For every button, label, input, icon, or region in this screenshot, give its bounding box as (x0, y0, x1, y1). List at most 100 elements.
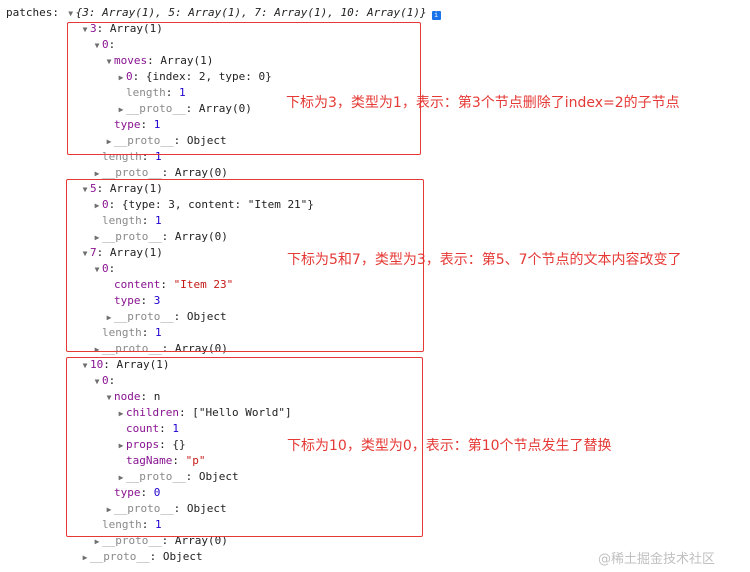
row-separator: : (147, 54, 161, 67)
tree-row: type: 1 (104, 117, 160, 133)
row-value: 1 (155, 518, 162, 531)
highlight-box-index-5-7 (66, 179, 424, 352)
tree-row[interactable]: ▼3: Array(1) (80, 21, 163, 37)
collapse-arrow-icon[interactable]: ▶ (118, 409, 124, 418)
row-value: Array(1) (116, 358, 170, 371)
row-key: __proto__ (102, 166, 162, 179)
row-key: __proto__ (114, 134, 174, 147)
row-key: __proto__ (114, 310, 174, 323)
row-separator: : (185, 470, 199, 483)
row-separator: : (161, 230, 175, 243)
tree-row[interactable]: ▼10: Array(1) (80, 357, 170, 373)
row-key: length (126, 86, 166, 99)
expand-arrow-icon[interactable]: ▼ (68, 9, 74, 18)
row-value: Object (162, 550, 203, 563)
info-icon[interactable]: i (431, 11, 441, 20)
row-key: __proto__ (126, 102, 186, 115)
collapse-arrow-icon[interactable]: ▶ (94, 345, 100, 354)
row-separator: : (96, 246, 110, 259)
row-separator: : (108, 262, 116, 275)
row-separator: : (161, 534, 175, 547)
tree-row[interactable]: ▼node: n (104, 389, 161, 405)
root-label: patches: (6, 6, 59, 19)
expand-arrow-icon[interactable]: ▼ (82, 185, 88, 194)
tree-row[interactable]: ▶__proto__: Object (116, 469, 239, 485)
row-value: ["Hello World"] (192, 406, 292, 419)
expand-arrow-icon[interactable]: ▼ (94, 41, 100, 50)
tree-row[interactable]: ▶0: {type: 3, content: "Item 21"} (92, 197, 314, 213)
collapse-arrow-icon[interactable]: ▶ (118, 105, 124, 114)
collapse-arrow-icon[interactable]: ▶ (106, 505, 112, 514)
highlight-box-index-3 (67, 22, 421, 155)
tree-row: type: 0 (104, 485, 160, 501)
row-separator: : (178, 406, 193, 419)
row-key: length (102, 518, 142, 531)
row-key: 3 (90, 22, 97, 35)
tree-row[interactable]: ▶props: {} (116, 437, 186, 453)
tree-row[interactable]: ▶children: ["Hello World"] (116, 405, 292, 421)
tree-row: tagName: "p" (116, 453, 205, 469)
collapse-arrow-icon[interactable]: ▶ (94, 537, 100, 546)
collapse-arrow-icon[interactable]: ▶ (118, 73, 124, 82)
row-key: content (114, 278, 161, 291)
expand-arrow-icon[interactable]: ▼ (106, 393, 112, 402)
row-value: Array(1) (109, 182, 163, 195)
row-separator: : (132, 70, 146, 83)
expand-arrow-icon[interactable]: ▼ (94, 265, 100, 274)
tree-row[interactable]: ▶__proto__: Object (104, 501, 227, 517)
tree-row[interactable]: ▼moves: Array(1) (104, 53, 214, 69)
collapse-arrow-icon[interactable]: ▶ (94, 201, 100, 210)
expand-arrow-icon[interactable]: ▼ (82, 249, 88, 258)
tree-row[interactable]: ▼0: (92, 373, 116, 389)
expand-arrow-icon[interactable]: ▼ (94, 377, 100, 386)
expand-arrow-icon[interactable]: ▼ (82, 361, 88, 370)
annotation-note-1: 下标为3，类型为1，表示：第3个节点删除了index=2的子节点 (286, 95, 680, 111)
tree-row[interactable]: ▼0: (92, 261, 116, 277)
expand-arrow-icon[interactable]: ▼ (106, 57, 112, 66)
tree-row[interactable]: ▶__proto__: Object (104, 133, 227, 149)
row-value: Object (186, 310, 227, 323)
tree-row[interactable]: ▶__proto__: Object (104, 309, 227, 325)
collapse-arrow-icon[interactable]: ▶ (118, 473, 124, 482)
row-key: length (102, 150, 142, 163)
collapse-arrow-icon[interactable]: ▶ (106, 313, 112, 322)
collapse-arrow-icon[interactable]: ▶ (82, 553, 88, 562)
row-separator: : (140, 118, 154, 131)
tree-row[interactable]: ▶__proto__: Array(0) (92, 533, 228, 549)
row-key: 0 (102, 262, 109, 275)
collapse-arrow-icon[interactable]: ▶ (106, 137, 112, 146)
row-key: 0 (102, 38, 109, 51)
row-key: type (114, 486, 141, 499)
row-value: Object (198, 470, 239, 483)
row-value: 3 (153, 294, 161, 307)
tree-row[interactable]: ▶__proto__: Object (80, 549, 203, 565)
row-value: Array(0) (174, 166, 228, 179)
row-value: Array(0) (174, 534, 228, 547)
expand-arrow-icon[interactable]: ▼ (82, 25, 88, 34)
row-value: Object (186, 134, 227, 147)
collapse-arrow-icon[interactable]: ▶ (94, 169, 100, 178)
tree-row[interactable]: ▶__proto__: Array(0) (116, 101, 252, 117)
row-separator: : (149, 550, 163, 563)
tree-row[interactable]: ▼7: Array(1) (80, 245, 163, 261)
row-key: type (114, 118, 141, 131)
row-separator: : (141, 214, 155, 227)
tree-row[interactable]: ▼5: Array(1) (80, 181, 163, 197)
tree-row[interactable]: ▶__proto__: Array(0) (92, 165, 228, 181)
tree-row[interactable]: ▶__proto__: Array(0) (92, 229, 228, 245)
row-value: Array(1) (109, 22, 163, 35)
row-separator: : (160, 278, 174, 291)
row-separator: : (161, 166, 175, 179)
row-separator: : (140, 390, 154, 403)
row-key: __proto__ (102, 230, 162, 243)
row-key: count (126, 422, 160, 435)
collapse-arrow-icon[interactable]: ▶ (118, 441, 124, 450)
tree-row: type: 3 (104, 293, 160, 309)
row-value: 1 (172, 422, 179, 435)
tree-row[interactable]: ▼0: (92, 37, 116, 53)
collapse-arrow-icon[interactable]: ▶ (94, 233, 100, 242)
tree-row[interactable]: ▶0: {index: 2, type: 0} (116, 69, 272, 85)
row-separator: : (159, 422, 173, 435)
row-key: length (102, 214, 142, 227)
row-key: node (114, 390, 141, 403)
